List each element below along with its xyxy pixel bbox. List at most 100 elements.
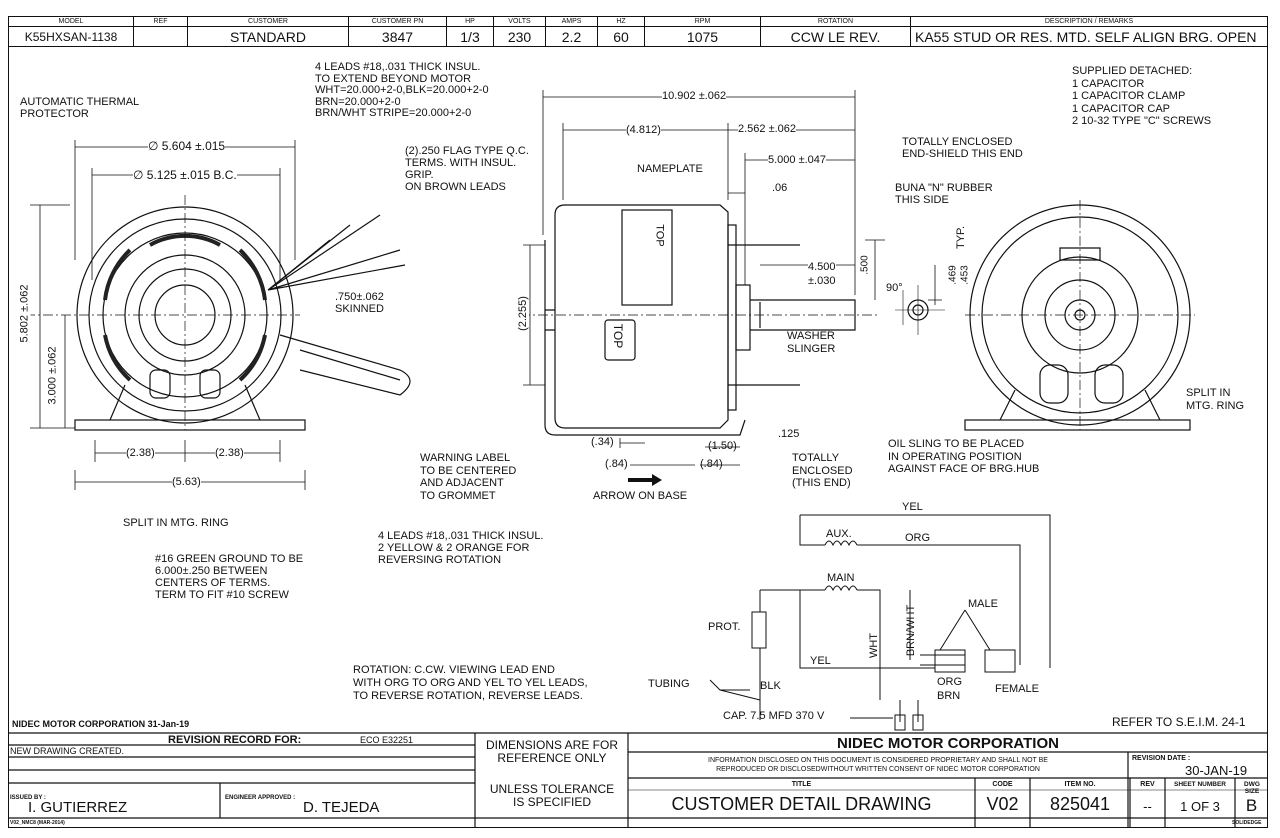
oil-sling-note: OIL SLING TO BE PLACED IN OPERATING POSI… [888,438,1039,476]
dim-030: ±.030 [808,275,836,287]
note-line: TOTALLY ENCLOSED [902,136,1013,148]
item-label: ITEM NO. [1064,781,1096,788]
note-line: 1 CAPACITOR CAP [1072,102,1171,115]
note-line: 1 CAPACITOR [1072,77,1145,90]
wire-yel-top: YEL [902,501,923,513]
dim-238-left: (2.38) [126,447,155,459]
item-value: 825041 [1049,794,1111,814]
note-line: TO BE CENTERED [420,464,517,477]
note-line: TERMS. WITH INSUL. [405,157,517,169]
dwg-size-label: DWG SIZE [1244,781,1260,795]
dim-2562: 2.562 ±.062 [738,123,797,135]
amps-value: 2.2 [545,26,598,47]
note-line: BUNA "N" RUBBER [895,182,993,194]
code-value: V02 [986,794,1019,814]
engineer-name: D. TEJEDA [303,799,380,816]
wire-org2: ORG [937,676,963,688]
dim-84-left: (.84) [605,458,628,470]
supplied-note: SUPPLIED DETACHED: 1 CAPACITOR 1 CAPACIT… [1072,65,1211,128]
eco-number: ECO E32251 [360,735,414,745]
note-line: AUTOMATIC THERMAL [20,96,140,108]
dim-150: (1.50) [708,440,737,452]
dim-5125: ∅ 5.125 ±.015 B.C. [133,168,237,182]
code-label: CODE [992,781,1013,788]
wire-male: MALE [968,598,998,610]
customer-value: STANDARD [187,26,349,47]
note-line: UNLESS TOLERANCE [489,782,615,796]
wire-org: ORG [905,532,931,544]
top-label-lower: TOP [611,323,626,349]
split-right-note: SPLIT IN MTG. RING [1186,387,1244,413]
note-line: WHT=20.000+2-0,BLK=20.000+2-0 [315,84,489,96]
leads-bottom-note: 4 LEADS #18,.031 THICK INSUL. 2 YELLOW &… [378,530,544,566]
rpm-value: 1075 [644,26,761,47]
rotation-value: CCW LE REV. [760,26,911,47]
note-line: TOTALLY [792,452,840,464]
note-line: WITH ORG TO ORG AND YEL TO YEL LEADS, [353,677,588,689]
arrow-note: ARROW ON BASE [593,490,688,502]
dim-563: (5.63) [172,476,201,488]
engineer-label: ENGINEER APPROVED : [225,795,296,801]
dims-reference-note: DIMENSIONS ARE FOR REFERENCE ONLY [478,739,626,765]
buna-note: BUNA "N" RUBBER THIS SIDE [895,182,993,206]
hz-value: 60 [597,26,645,47]
note-line: TO GROMMET [420,489,496,502]
note-line: SPLIT IN [1186,387,1231,399]
note-line: AND ADJACENT [420,477,504,489]
note-line: REFERENCE ONLY [497,751,607,765]
flag-terminal-note: (2).250 FLAG TYPE Q.C. TERMS. WITH INSUL… [405,145,529,193]
sheet-value: 1 OF 3 [1180,799,1220,814]
issued-by-label: ISSUED BY : [10,795,46,801]
note-line: ENCLOSED [792,464,853,477]
wire-wht: WHT [868,632,881,659]
note-line: IS SPECIFIED [512,795,592,809]
note-line: BRN/WHT STRIPE=20.000+2-0 [315,107,472,119]
note-line: WASHER [787,330,835,342]
note-line: REPRODUCED OR DISCLOSEDWITHOUT WRITTEN C… [716,766,1040,773]
wire-prot: PROT. [708,621,741,633]
dim-469: .469 [947,265,959,285]
refer-note: REFER TO S.E.I.M. 24-1 [1112,715,1246,729]
dim-125: .125 [778,428,800,440]
note-line: .750±.062 [335,291,384,303]
dim-5802: 5.802 ±.062 [18,284,31,343]
dim-2255: (2.255) [516,296,529,331]
note-line: OIL SLING TO BE PLACED [888,438,1025,450]
solidedge-mark: SOLIDEDGE [1232,820,1262,826]
note-line: AGAINST FACE OF BRG.HUB [888,463,1040,475]
dim-3000: 3.000 ±.062 [46,346,59,405]
form-number: V02_NMC8 (MAR-2014) [10,820,65,826]
note-line: (2).250 FLAG TYPE Q.C. [405,145,529,157]
dwg-size-value: B [1245,796,1258,815]
side-view [520,204,880,436]
note-line: (THIS END) [792,477,851,489]
note-line: THIS SIDE [895,194,949,206]
rotation-note: ROTATION: C.CW. VIEWING LEAD END WITH OR… [353,664,588,703]
volts-value: 230 [493,26,546,47]
title-block-lines [8,732,1268,828]
wire-main: MAIN [827,572,855,584]
new-drawing-note: NEW DRAWING CREATED. [10,746,124,756]
revision-date-label: REVISION DATE : [1132,755,1191,762]
note-line: SUPPLIED DETACHED: [1072,65,1193,77]
washer-note: WASHER SLINGER [787,330,835,356]
thermal-note: AUTOMATIC THERMAL PROTECTOR [20,96,139,120]
note-line: END-SHIELD THIS END [902,148,1023,160]
dim-34: (.34) [591,436,614,448]
deg-90: 90° [886,282,903,294]
note-line: INFORMATION DISCLOSED ON THIS DOCUMENT I… [708,757,1048,764]
wire-tubing: TUBING [648,678,690,690]
note-line: TO REVERSE ROTATION, REVERSE LEADS. [353,690,583,702]
capacitor-label: CAP. 7.5 MFD 370 V [723,710,825,722]
shaft-detail [895,265,945,335]
skinned-note: .750±.062 SKINNED [335,291,384,315]
note-line: GRIP. [405,169,434,181]
shaft-end-view [964,200,1195,431]
split-left-note: SPLIT IN MTG. RING [123,517,229,529]
dim-4500: 4.500 [808,261,836,273]
enclosed-shield-note: TOTALLY ENCLOSED END-SHIELD THIS END [902,136,1023,160]
note-line: DIMENSIONS ARE FOR [485,738,619,752]
rev-value: -- [1143,799,1152,814]
top-label-upper: TOP [653,224,666,247]
